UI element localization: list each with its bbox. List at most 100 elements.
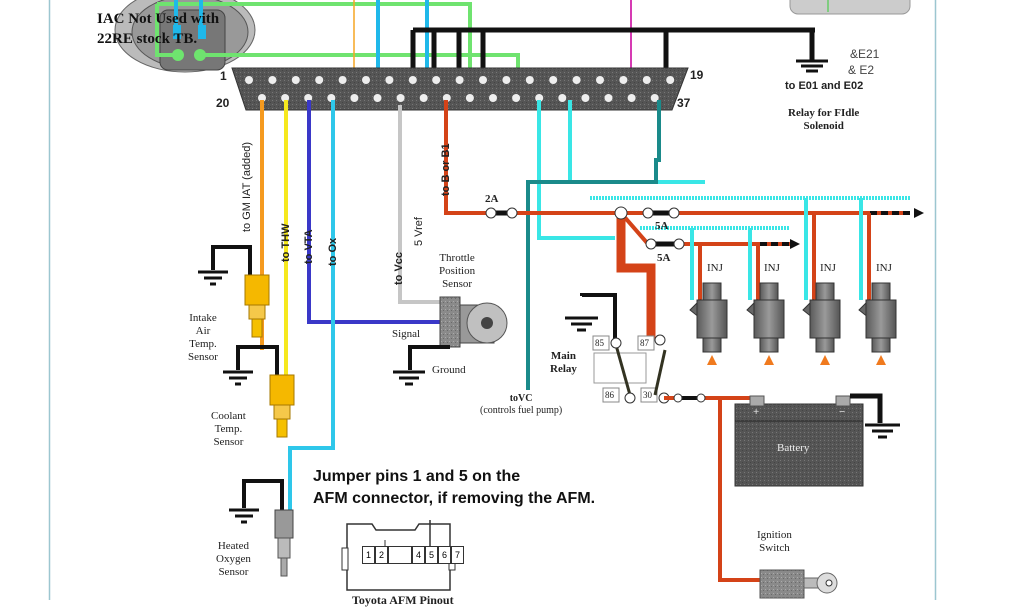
tps-line-2: Position bbox=[439, 265, 476, 277]
ground-note-e2: & E2 bbox=[848, 63, 875, 77]
ecu-pin-bottom bbox=[373, 94, 382, 102]
ecu-pin-top bbox=[245, 76, 253, 84]
ecu-pin-top bbox=[642, 76, 651, 84]
ecu-pin-top bbox=[479, 76, 487, 84]
jumper-note-line-2: AFM connector, if removing the AFM. bbox=[313, 490, 596, 507]
ecu-pin-top bbox=[338, 76, 347, 84]
relay-pin-30: 30 bbox=[643, 390, 652, 400]
coolant-line-1: Coolant bbox=[211, 410, 246, 422]
fuel-injector bbox=[802, 282, 841, 365]
o2-line-2: Oxygen bbox=[216, 553, 251, 565]
afm-pin: 5 bbox=[425, 546, 438, 564]
iac-note-line-1: IAC Not Used with bbox=[97, 11, 220, 27]
ecu-pin-top bbox=[432, 76, 441, 84]
fuse-5a-2 bbox=[645, 238, 685, 250]
tps-line-3: Sensor bbox=[442, 278, 473, 290]
relay-pin-87: 87 bbox=[640, 338, 649, 348]
main-relay-line-2: Relay bbox=[550, 363, 577, 375]
fuel-injector bbox=[858, 282, 897, 365]
fuse-5a-1 bbox=[642, 207, 680, 219]
oxygen-sensor bbox=[229, 479, 294, 577]
relay-pin-86: 86 bbox=[605, 390, 614, 400]
o2-sensor-label: Heated Oxygen Sensor bbox=[216, 540, 251, 579]
ignition-line-2: Switch bbox=[759, 542, 790, 554]
vc-line: toVC bbox=[509, 393, 533, 404]
injector-label-4: INJ bbox=[876, 262, 892, 274]
ground-symbol-ecu bbox=[796, 59, 828, 73]
battery-label: Battery bbox=[777, 442, 810, 454]
afm-pin: 1 bbox=[362, 546, 375, 564]
ecu-pin-bottom bbox=[558, 94, 567, 102]
ecu-pin-bottom bbox=[419, 94, 428, 102]
vc-note: (controls fuel pump) bbox=[480, 405, 563, 416]
iat-sensor-label: Intake Air Temp. Sensor bbox=[188, 312, 218, 364]
o2-line-1: Heated bbox=[217, 540, 249, 552]
pin-label-1: 1 bbox=[220, 69, 227, 83]
ecu-pin-top bbox=[385, 76, 394, 84]
pin-label-37: 37 bbox=[677, 96, 691, 110]
fidle-relay-box bbox=[789, 0, 911, 15]
injector-label-1: INJ bbox=[707, 262, 723, 274]
relay-pin-85: 85 bbox=[595, 338, 604, 348]
intake-air-temp-sensor bbox=[198, 245, 270, 338]
main-relay bbox=[565, 293, 670, 404]
tps-signal-label: Signal bbox=[392, 328, 421, 340]
afm-pin bbox=[388, 546, 412, 564]
ecu-pin-top bbox=[455, 76, 464, 84]
ignition-line-1: Ignition bbox=[757, 529, 792, 541]
ecu-pin-bottom bbox=[512, 94, 521, 102]
battery-negative-label: − bbox=[839, 406, 846, 418]
fidle-relay-line-1: Relay for FIdle bbox=[788, 107, 860, 119]
ecu-pin-bottom bbox=[396, 94, 405, 102]
ecu-pin-top bbox=[502, 76, 511, 84]
wire-label-ox: to Ox bbox=[327, 237, 339, 266]
fidle-relay-label: Relay for FIdle Solenoid bbox=[788, 107, 859, 133]
ecu-pin-bottom bbox=[604, 94, 613, 102]
fidle-relay-line-2: Solenoid bbox=[803, 120, 844, 132]
afm-pin: 7 bbox=[451, 546, 464, 564]
afm-pin: 2 bbox=[375, 546, 388, 564]
wire-label-b: to B or B1 bbox=[440, 143, 452, 196]
pin-label-20: 20 bbox=[216, 96, 230, 110]
ecu-pin-top bbox=[596, 76, 604, 84]
wire-label-thw: to THW bbox=[280, 223, 292, 262]
tps-line-1: Throttle bbox=[439, 252, 475, 264]
iat-line-1: Intake bbox=[189, 312, 217, 324]
wire-label-iat: to GM IAT (added) bbox=[241, 141, 253, 232]
pin-label-19: 19 bbox=[690, 68, 704, 82]
afm-pin: 4 bbox=[412, 546, 425, 564]
fuse-label-2a: 2A bbox=[485, 193, 499, 205]
ecu-connector bbox=[231, 67, 689, 111]
tps-ground-label: Ground bbox=[432, 364, 466, 376]
injector-label-2: INJ bbox=[764, 262, 780, 274]
fuel-injector bbox=[746, 282, 785, 365]
coolant-line-2: Temp. bbox=[214, 423, 243, 435]
afm-caption: Toyota AFM Pinout bbox=[352, 593, 454, 607]
battery bbox=[734, 393, 900, 487]
battery-positive-label: + bbox=[753, 406, 760, 418]
afm-pin: 6 bbox=[438, 546, 451, 564]
iat-line-4: Sensor bbox=[188, 351, 218, 363]
ecu-pin-top bbox=[619, 76, 628, 84]
ecu-pin-top bbox=[291, 76, 300, 84]
wire-label-vref: 5 Vref bbox=[413, 217, 425, 246]
throttle-position-sensor bbox=[393, 296, 508, 386]
jumper-note: Jumper pins 1 and 5 on the AFM connector… bbox=[313, 466, 595, 510]
wire-label-vta: to VTA bbox=[303, 229, 315, 264]
ground-note-e01-e02: to E01 and E02 bbox=[785, 80, 864, 92]
fuse-label-5a-1: 5A bbox=[655, 220, 669, 232]
coolant-temp-sensor bbox=[223, 345, 295, 438]
power-network bbox=[487, 196, 914, 340]
fuse-2a bbox=[485, 207, 518, 219]
ecu-pin-bottom bbox=[350, 94, 359, 102]
main-relay-label: Main Relay bbox=[550, 350, 577, 376]
ecu-pin-bottom bbox=[650, 94, 659, 102]
ecu-pin-bottom bbox=[489, 94, 497, 102]
iac-note-line-2: 22RE stock TB. bbox=[97, 31, 198, 47]
ecu-pin-top bbox=[572, 76, 581, 84]
ignition-switch-label: Ignition Switch bbox=[757, 529, 792, 555]
coolant-sensor-label: Coolant Temp. Sensor bbox=[211, 410, 246, 449]
ecu-pin-top bbox=[315, 76, 324, 84]
